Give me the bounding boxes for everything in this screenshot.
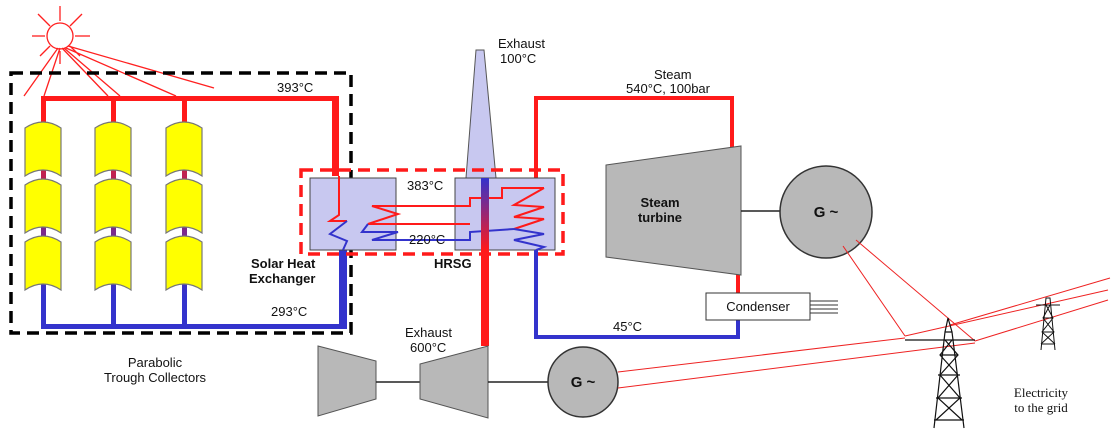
- oil-coil-hot: [326, 176, 347, 222]
- condenser-box: [705, 292, 811, 321]
- steam-coil-red: [510, 187, 545, 230]
- exhaust-duct: [481, 178, 489, 346]
- collectors-label-2: Trough Collectors: [104, 370, 207, 385]
- steam-conditions: 540°C, 100bar: [626, 81, 711, 96]
- grid-power-lines: [617, 239, 1111, 389]
- exhaust-bottom-temp: 600°C: [410, 340, 446, 355]
- collector-field-boundary: [9, 71, 353, 335]
- cold-header-pipe: [41, 250, 347, 329]
- steam-generator-label: G ~: [814, 204, 839, 221]
- solar-hx-label-2: Exchanger: [249, 271, 315, 286]
- steam-turbine-label-1: Steam: [640, 195, 679, 210]
- exhaust-top-temp: 100°C: [500, 51, 536, 66]
- gas-generator-label: G ~: [571, 374, 596, 391]
- transmission-tower-large: [905, 317, 975, 429]
- water-coil-blue: [360, 223, 515, 241]
- temp-45: 45°C: [613, 319, 642, 334]
- temp-220: 220°C: [409, 232, 445, 247]
- exhaust-duct-gradient: [481, 178, 489, 250]
- steam-coil-blue: [513, 228, 548, 251]
- gas-generator: [547, 346, 619, 418]
- exhaust-stack: [465, 49, 497, 179]
- steam-turbine: [605, 145, 742, 276]
- cooling-water-lines: [810, 300, 838, 314]
- steam-label: Steam: [654, 67, 692, 82]
- transmission-tower-small: [1036, 297, 1060, 351]
- temp-393: 393°C: [277, 80, 313, 95]
- temp-293: 293°C: [271, 304, 307, 319]
- grid-label-1: Electricity: [1014, 385, 1069, 400]
- parabolic-trough-mirrors: [24, 121, 203, 292]
- steam-line: [534, 96, 734, 178]
- oil-coil-cold: [328, 220, 349, 251]
- solar-hx-label-1: Solar Heat: [251, 256, 316, 271]
- heat-exchanger-boundary: [299, 168, 565, 256]
- exhaust-top-label: Exhaust: [498, 36, 545, 51]
- compressor: [317, 345, 377, 417]
- steam-generator: [779, 165, 873, 259]
- temp-383: 383°C: [407, 178, 443, 193]
- water-coil-red: [367, 205, 470, 225]
- grid-label-2: to the grid: [1014, 400, 1068, 415]
- hrsg-label: HRSG: [434, 256, 472, 271]
- collectors-label-1: Parabolic: [128, 355, 183, 370]
- gas-turbine: [419, 345, 489, 419]
- condenser-label: Condenser: [726, 299, 790, 314]
- sun-icon: [23, 6, 215, 97]
- condensate-line: [534, 250, 740, 339]
- exhaust-bottom-label: Exhaust: [405, 325, 452, 340]
- steam-turbine-label-2: turbine: [638, 210, 682, 225]
- hot-header-pipe: [41, 96, 339, 176]
- hrsg-box: [454, 177, 556, 251]
